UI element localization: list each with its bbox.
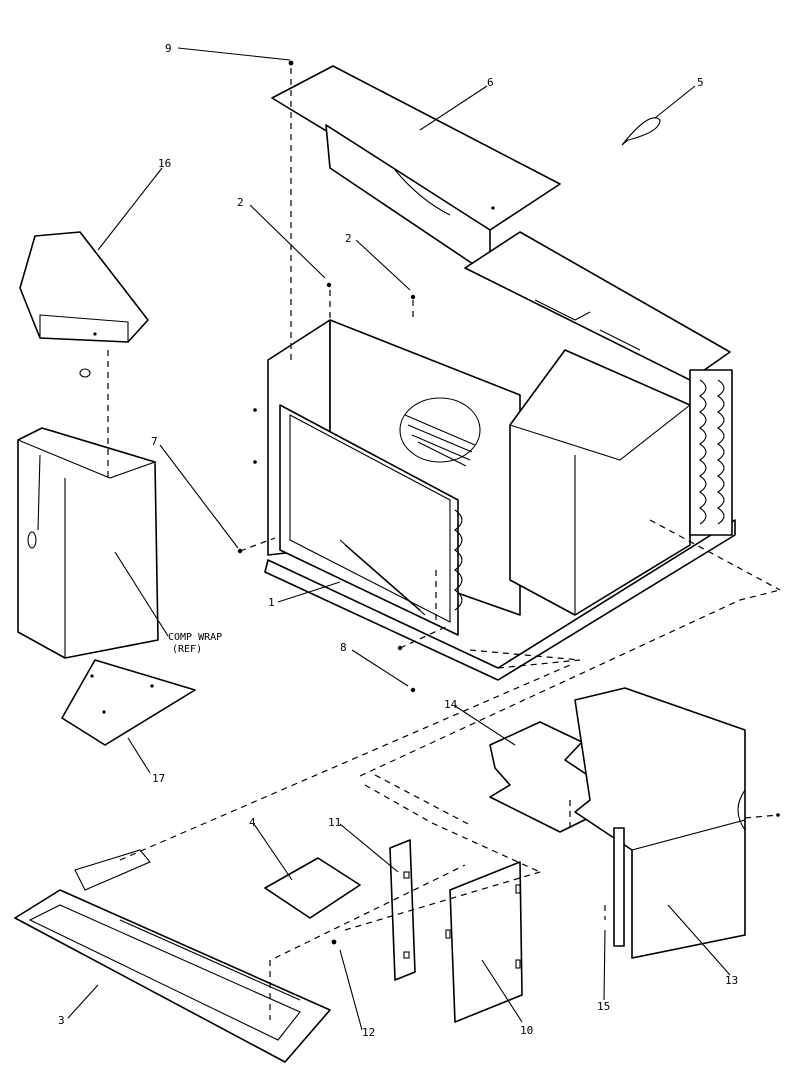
label-part-4: [264, 857, 361, 919]
callout-10: 10: [520, 1024, 533, 1037]
comp-wrap-ref-note: (REF): [172, 644, 202, 655]
strip-part-15: [613, 827, 625, 947]
assembly-lines: [107, 68, 781, 1020]
mount-plate-part-17: [61, 659, 196, 746]
callout-7: 7: [151, 435, 158, 448]
chassis-part-1: [253, 319, 736, 681]
top-cover-part-6: [271, 65, 561, 276]
compressor-wrap-ref: [16, 427, 159, 659]
callout-17: 17: [152, 772, 165, 785]
callout-4: 4: [249, 816, 256, 829]
front-grille-part-3: [14, 849, 331, 1063]
callout-5: 5: [697, 76, 704, 89]
callout-3: 3: [58, 1014, 65, 1027]
callout-2b: 2: [345, 232, 352, 245]
cabinet-part-13: [574, 687, 780, 959]
leader-lines: [67, 47, 731, 1031]
comp-wrap-note: COMP WRAP: [168, 632, 222, 643]
bracket-part-11: [389, 839, 416, 981]
callout-14: 14: [444, 698, 458, 711]
clip-part-5: [621, 117, 661, 146]
callout-13: 13: [725, 974, 738, 987]
callout-12: 12: [362, 1026, 375, 1039]
callout-2a: 2: [237, 196, 244, 209]
callout-11: 11: [328, 816, 341, 829]
callout-15: 15: [597, 1000, 610, 1013]
baffle-part-16: [19, 231, 149, 378]
panel-part-10: [445, 861, 523, 1023]
callout-6: 6: [487, 76, 494, 89]
callout-8: 8: [340, 641, 347, 654]
callout-9: 9: [165, 42, 172, 55]
callout-labels: 9 5 6 16 2 2 7 1 8 14 17 4 11 3 12 10 13…: [58, 42, 738, 1039]
rear-shroud: [464, 231, 731, 381]
callout-16: 16: [158, 157, 171, 170]
callout-1: 1: [268, 596, 275, 609]
